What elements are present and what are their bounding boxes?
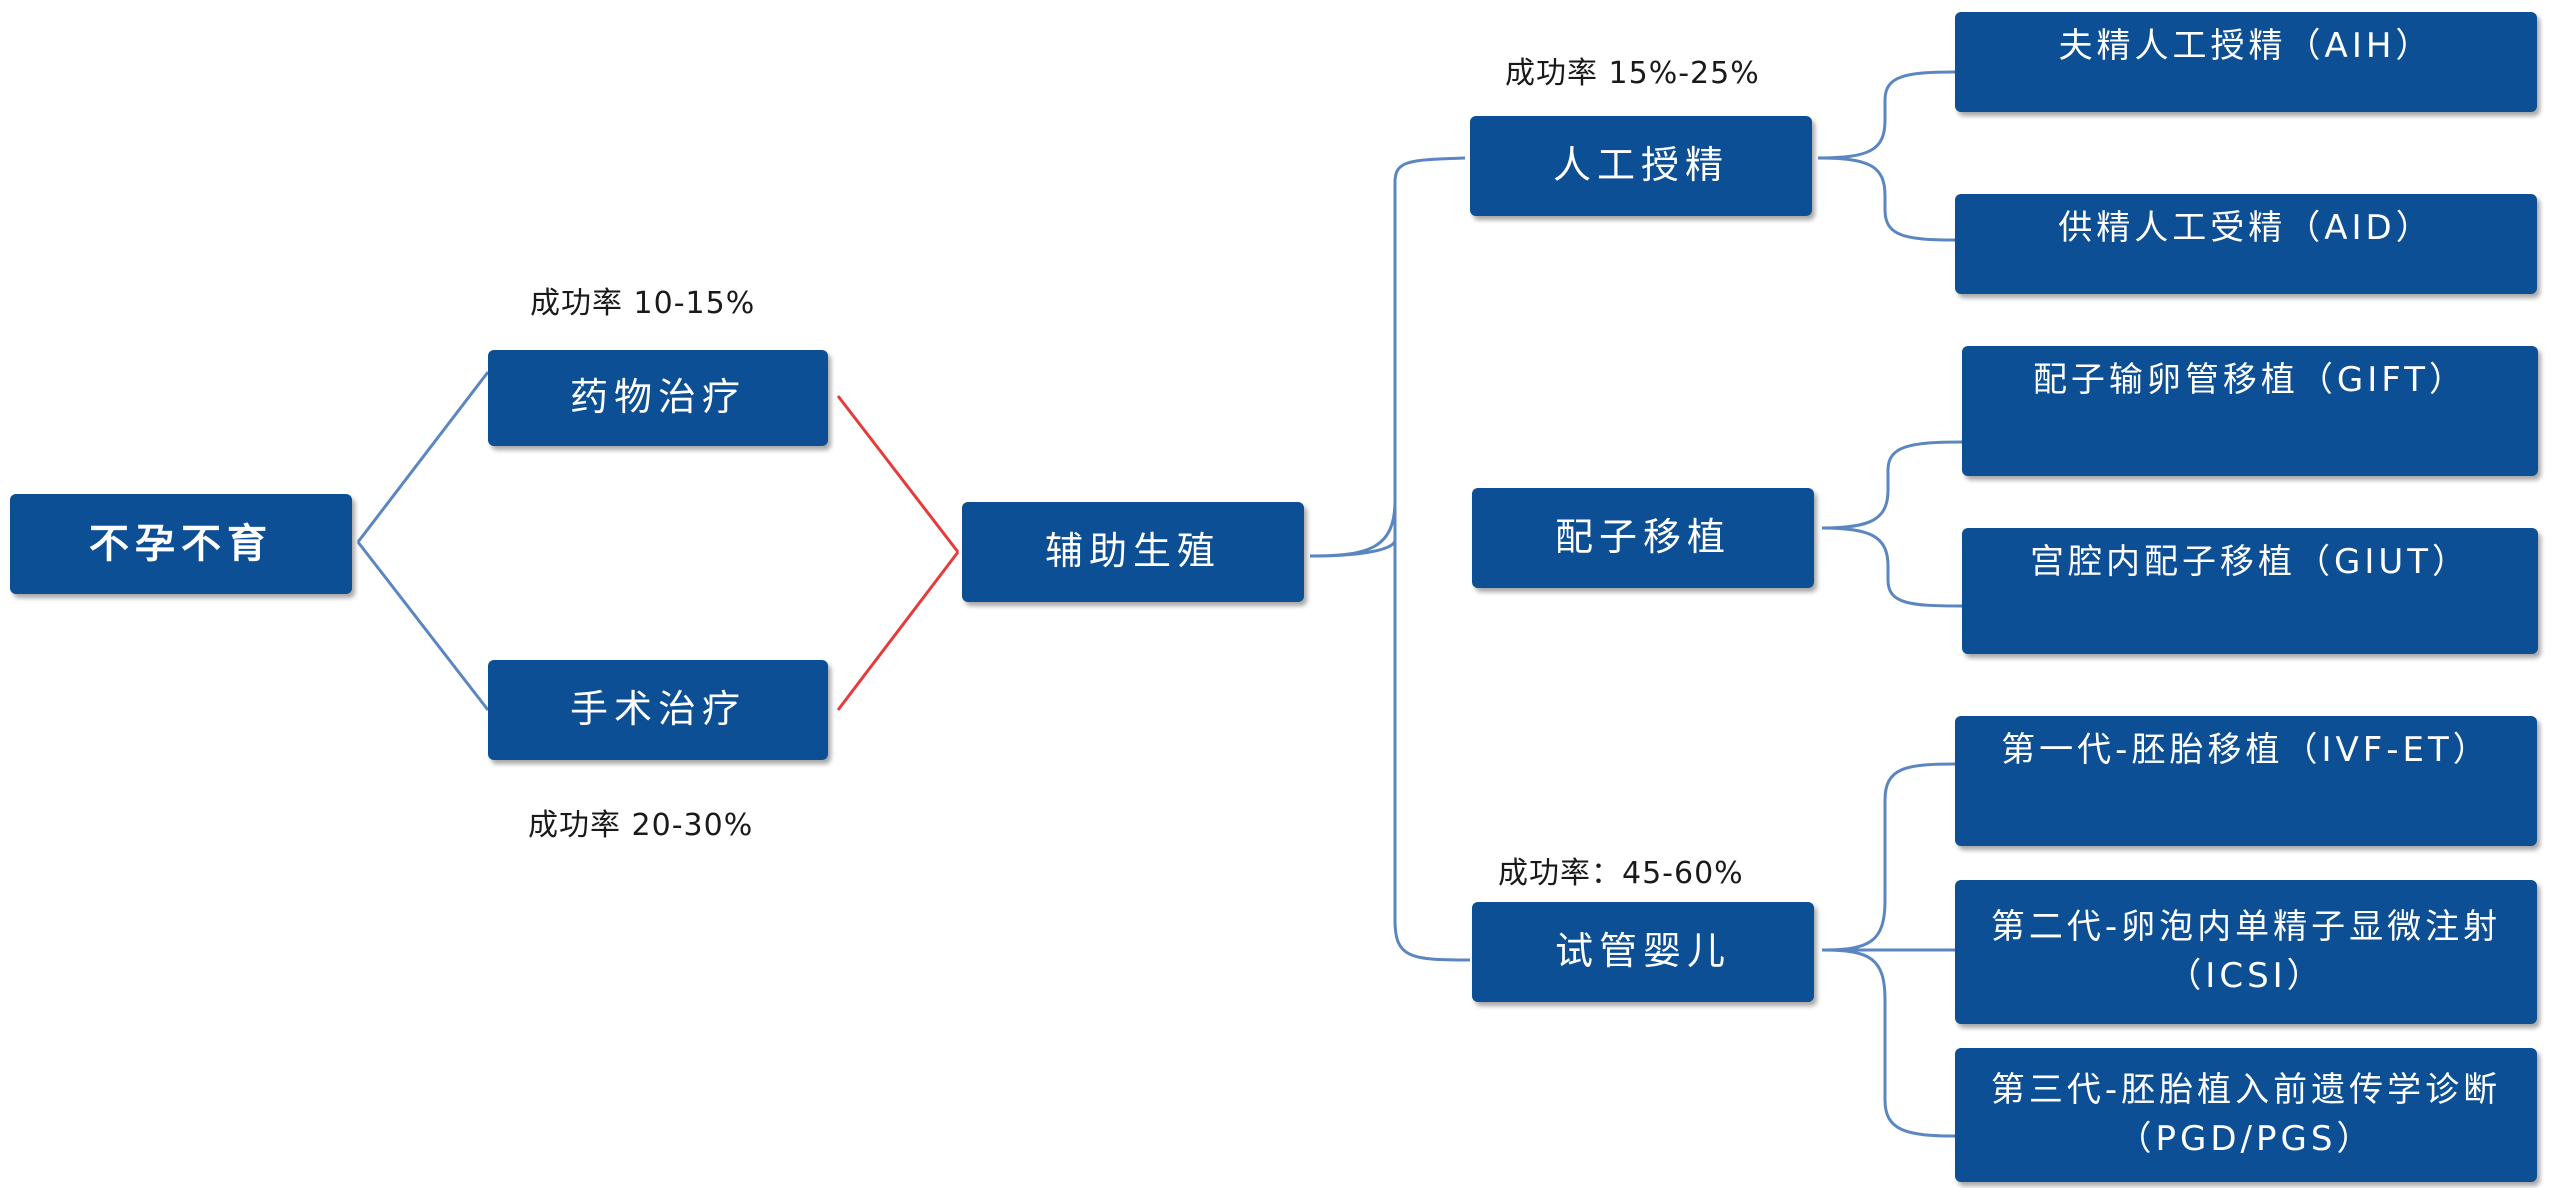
drug-therapy-node: 药物治疗 [488, 350, 828, 446]
aih-node: 夫精人工授精（AIH） [1955, 12, 2537, 112]
ai-label: 人工授精 [1552, 143, 1729, 188]
drug-therapy-label: 药物治疗 [569, 375, 746, 420]
ai-node: 人工授精 [1470, 116, 1812, 216]
aid-node: 供精人工受精（AID） [1955, 194, 2537, 294]
ivf-et-node: 第一代-胚胎移植（IVF-ET） [1955, 716, 2537, 846]
connector-surgery-art [836, 551, 960, 711]
pgd-label: 第三代-胚胎植入前遗传学诊断（PGD/PGS） [1990, 1069, 2502, 1159]
connector-gamete-children [1821, 440, 1963, 608]
ai-rate-label: 成功率 15%-25% [1505, 56, 1760, 91]
ivf-et-label: 第一代-胚胎移植（IVF-ET） [2001, 730, 2491, 770]
connector-drug-art [836, 395, 960, 553]
ivf-node: 试管婴儿 [1472, 902, 1814, 1002]
icsi-node: 第二代-卵泡内单精子显微注射（ICSI） [1955, 880, 2537, 1024]
aid-label: 供精人工受精（AID） [2058, 208, 2434, 248]
connector-root-surgery [356, 541, 490, 711]
root-node-label: 不孕不育 [89, 521, 273, 567]
art-node: 辅助生殖 [962, 502, 1304, 602]
drug-rate-label: 成功率 10-15% [530, 286, 756, 321]
ivf-label: 试管婴儿 [1554, 929, 1731, 974]
surgery-therapy-node: 手术治疗 [488, 660, 828, 760]
surgery-rate-label: 成功率 20-30% [528, 808, 754, 843]
root-node: 不孕不育 [10, 494, 352, 594]
gamete-node: 配子移植 [1472, 488, 1814, 588]
surgery-therapy-label: 手术治疗 [569, 687, 746, 732]
gift-node: 配子输卵管移植（GIFT） [1962, 346, 2538, 476]
connector-art-methods [1309, 156, 1471, 962]
art-label: 辅助生殖 [1044, 529, 1221, 574]
connector-root-drug [356, 371, 490, 543]
giut-node: 宫腔内配子移植（GIUT） [1962, 528, 2538, 654]
gamete-label: 配子移植 [1554, 515, 1731, 560]
icsi-label: 第二代-卵泡内单精子显微注射（ICSI） [1990, 906, 2502, 996]
pgd-node: 第三代-胚胎植入前遗传学诊断（PGD/PGS） [1955, 1048, 2537, 1182]
connector-ivf-children [1821, 762, 1956, 1138]
ivf-rate-label: 成功率：45-60% [1498, 856, 1744, 891]
aih-label: 夫精人工授精（AIH） [2058, 26, 2434, 66]
connector-ai-children [1817, 70, 1956, 242]
gift-label: 配子输卵管移植（GIFT） [2032, 360, 2468, 400]
giut-label: 宫腔内配子移植（GIUT） [2029, 542, 2471, 582]
